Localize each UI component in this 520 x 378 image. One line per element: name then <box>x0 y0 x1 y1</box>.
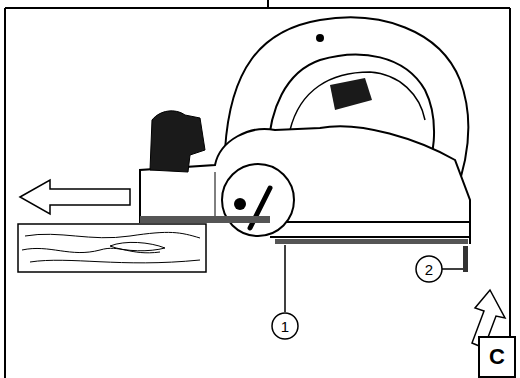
figure-letter: C <box>489 344 505 370</box>
callout-number: 1 <box>281 319 289 334</box>
callout-number: 2 <box>425 262 433 277</box>
figure-letter-box: C <box>478 336 516 378</box>
